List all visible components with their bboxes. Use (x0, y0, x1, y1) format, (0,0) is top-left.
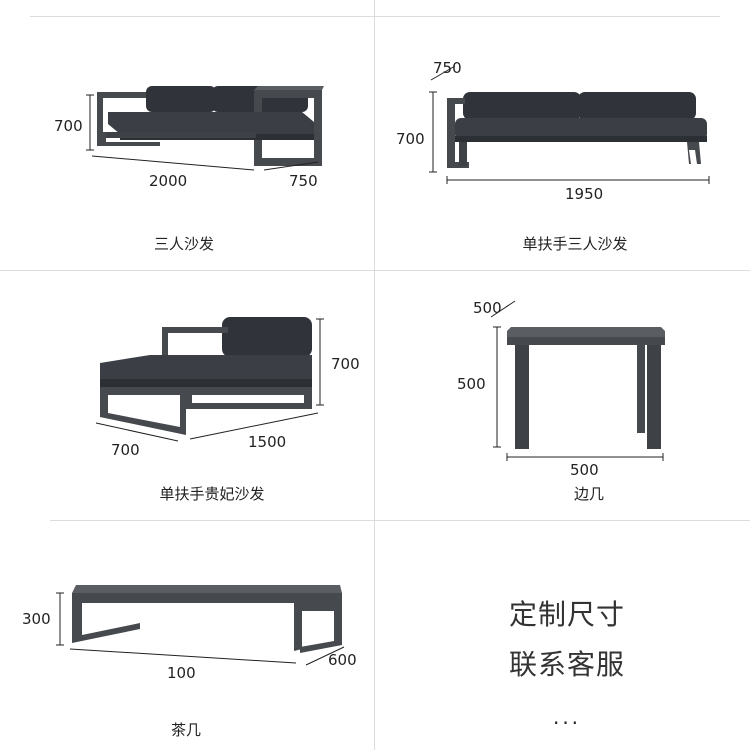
divider-vertical-bottom (374, 520, 375, 750)
dimension-depth-label: 700 (111, 441, 140, 459)
divider-horizontal-2 (50, 520, 750, 521)
dimension-height-label: 700 (331, 355, 360, 373)
product-caption: 三人沙发 (153, 235, 215, 253)
dimension-height-label: 700 (54, 117, 83, 135)
product-cell-single-arm-three-seat-sofa: 750 700 1950 单扶手三人沙发 (375, 0, 750, 270)
ellipsis-dots: ... (552, 705, 582, 729)
product-cell-three-seat-sofa: 700 2000 750 三人沙发 (0, 0, 374, 270)
product-caption: 单扶手三人沙发 (522, 235, 628, 253)
product-caption: 茶几 (170, 721, 202, 739)
divider-horizontal-top (30, 16, 720, 17)
custom-size-cell: 定制尺寸 联系客服 ... (375, 521, 750, 750)
single-arm-three-seat-sofa-image (429, 65, 710, 184)
dimension-length-label: 100 (167, 664, 196, 682)
dimension-height-label: 500 (457, 375, 486, 393)
product-cell-side-table: 500 500 500 边几 (375, 271, 750, 520)
product-caption: 边几 (573, 485, 605, 503)
dimension-depth-label: 500 (473, 299, 502, 317)
product-cell-coffee-table: 300 100 600 茶几 (0, 521, 374, 750)
dimension-depth-label: 750 (433, 59, 462, 77)
dimension-height-label: 300 (22, 610, 51, 628)
dimension-length-label: 1500 (248, 433, 287, 451)
single-arm-chaise-sofa-image (95, 317, 324, 442)
product-cell-single-arm-chaise-sofa: 700 700 1500 单扶手贵妃沙发 (0, 271, 374, 520)
divider-horizontal-1 (0, 270, 750, 271)
coffee-table-image (56, 585, 345, 666)
dimension-depth-label: 750 (289, 172, 318, 190)
custom-size-text: 定制尺寸 (508, 598, 626, 631)
dimension-length-label: 2000 (149, 172, 188, 190)
divider-vertical-top (374, 0, 375, 520)
three-seat-sofa-image (86, 86, 324, 171)
contact-service-text: 联系客服 (508, 648, 626, 681)
dimension-height-label: 700 (396, 130, 425, 148)
side-table-image (490, 300, 665, 461)
dimension-length-label: 1950 (565, 185, 604, 203)
product-caption: 单扶手贵妃沙发 (159, 485, 265, 503)
dimension-depth-label: 600 (328, 651, 357, 669)
dimension-length-label: 500 (570, 461, 599, 479)
